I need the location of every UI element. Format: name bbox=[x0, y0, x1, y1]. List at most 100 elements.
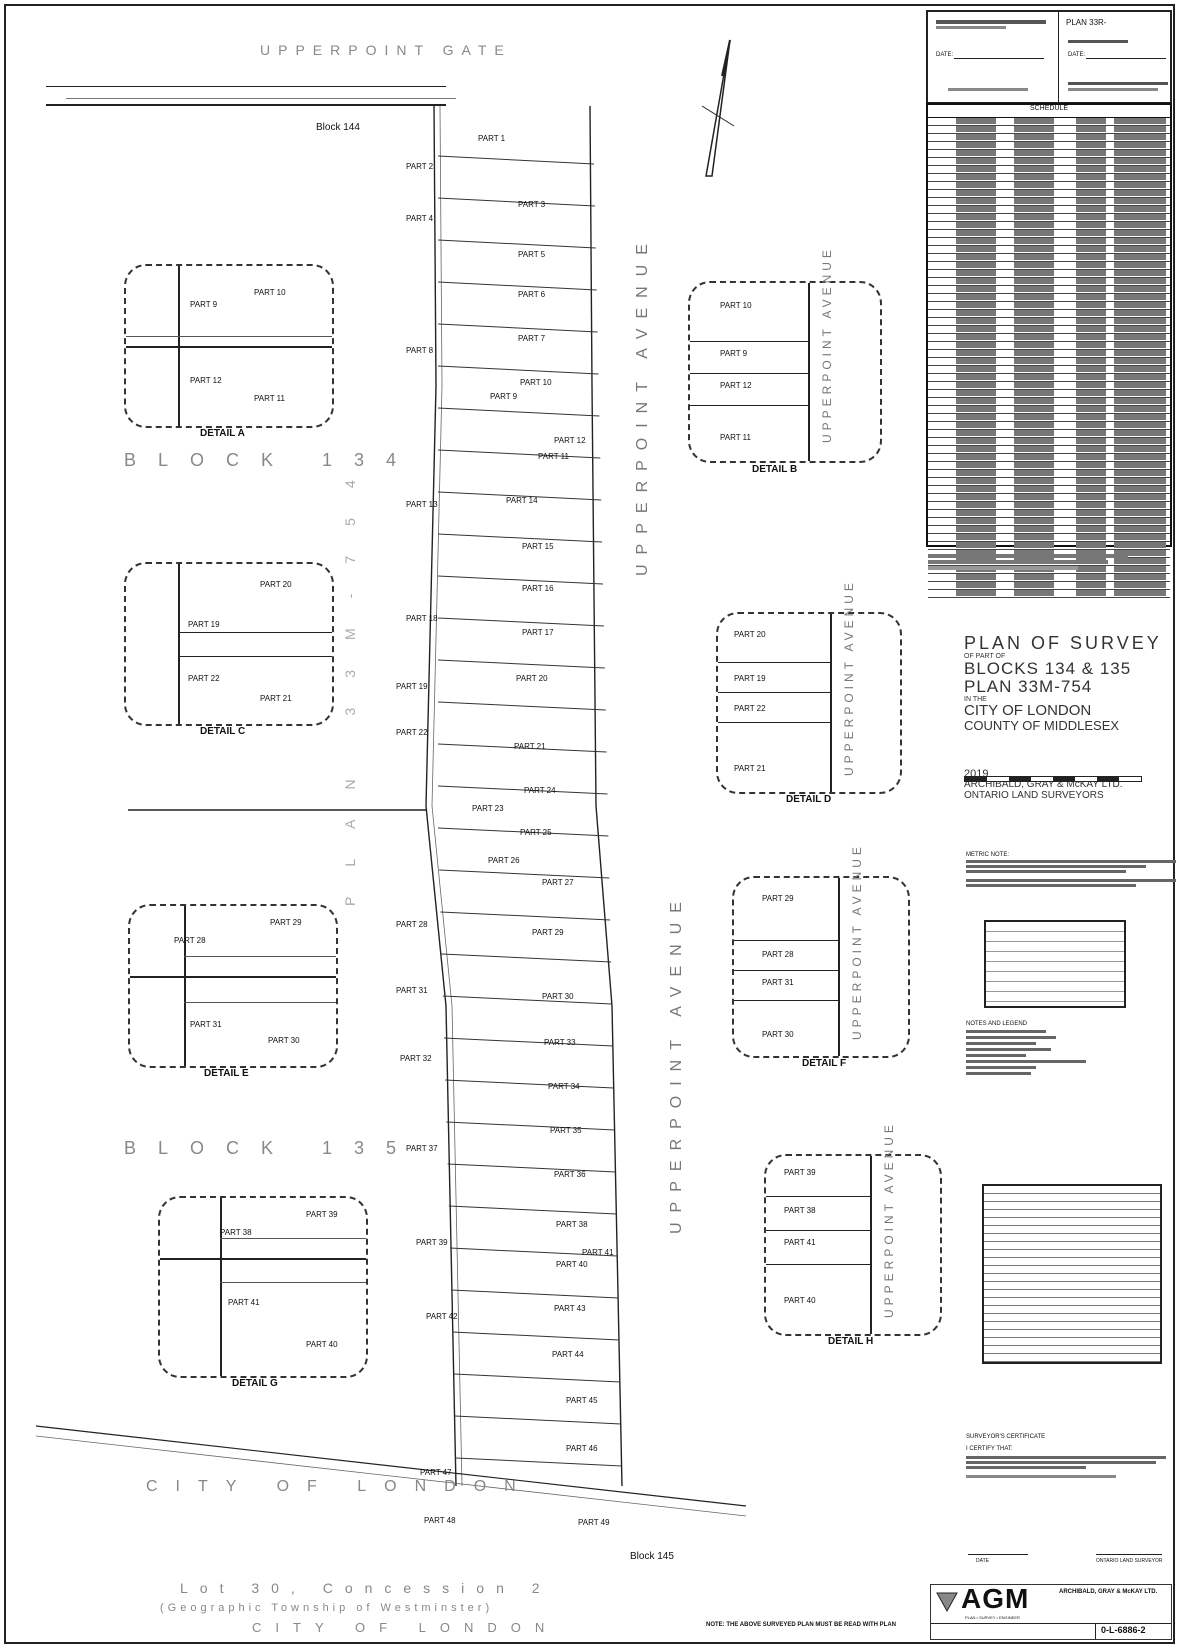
coordinate-table-row bbox=[928, 350, 1170, 358]
surveyor-cert-body bbox=[966, 1456, 1166, 1478]
part-label: PART 13 bbox=[406, 500, 438, 509]
metric-note-heading: METRIC NOTE: bbox=[966, 852, 1009, 858]
part-label: PART 23 bbox=[472, 804, 504, 813]
part-label: PART 9 bbox=[490, 392, 518, 401]
parcel-line bbox=[437, 785, 608, 795]
date-label-right: DATE: bbox=[1068, 52, 1086, 58]
part-label: PART 45 bbox=[566, 1396, 598, 1405]
plan-vertical-label: PLAN 33M-754 bbox=[342, 450, 358, 906]
coordinate-table-row bbox=[928, 230, 1170, 238]
coordinate-table-row bbox=[928, 414, 1170, 422]
detail-h-part-3: PART 41 bbox=[784, 1238, 816, 1247]
coordinate-table-row bbox=[928, 182, 1170, 190]
township-label: (Geographic Township of Westminster) bbox=[160, 1602, 494, 1614]
parcel-line bbox=[451, 1289, 619, 1299]
north-road-line-1 bbox=[46, 86, 446, 87]
part-label: PART 10 bbox=[520, 378, 552, 387]
parcel-line bbox=[437, 197, 595, 207]
detail-h-part-2: PART 38 bbox=[784, 1206, 816, 1215]
part-label: PART 48 bbox=[424, 1516, 456, 1525]
part-label: PART 28 bbox=[396, 920, 428, 929]
title-line-4: PLAN 33M-754 bbox=[964, 677, 1093, 697]
parcel-line bbox=[437, 155, 595, 165]
detail-e-box: PART 29 PART 28 PART 31 PART 30 bbox=[128, 904, 338, 1068]
detail-f-part-2: PART 28 bbox=[762, 950, 794, 959]
detail-h-part-4: PART 40 bbox=[784, 1296, 816, 1305]
coordinate-table-row bbox=[928, 486, 1170, 494]
coordinate-table-row bbox=[928, 518, 1170, 526]
coordinate-table-row bbox=[928, 446, 1170, 454]
parcel-line bbox=[446, 1121, 615, 1131]
part-label: PART 46 bbox=[566, 1444, 598, 1453]
detail-d-part-1: PART 20 bbox=[734, 630, 766, 639]
coordinate-table-row bbox=[928, 190, 1170, 198]
coordinate-table-row bbox=[928, 374, 1170, 382]
part-label: PART 22 bbox=[396, 728, 428, 737]
north-road-line-3 bbox=[66, 98, 456, 99]
logo-company: ARCHIBALD, GRAY & McKAY LTD. bbox=[1059, 1589, 1158, 1595]
signature-line-left bbox=[968, 1554, 1028, 1555]
street-label-north: UPPERPOINT GATE bbox=[260, 42, 512, 58]
plan-number-label: PLAN 33R- bbox=[1066, 18, 1107, 27]
part-label: PART 35 bbox=[550, 1126, 582, 1135]
coordinate-table-row bbox=[928, 142, 1170, 150]
title-line-5: IN THE bbox=[964, 695, 987, 703]
coordinate-table-row bbox=[928, 318, 1170, 326]
surveyor-cert-heading: SURVEYOR'S CERTIFICATE bbox=[966, 1434, 1046, 1440]
parcel-line bbox=[437, 323, 598, 333]
coordinate-table-row bbox=[928, 438, 1170, 446]
part-label: PART 16 bbox=[522, 584, 554, 593]
block-134-label: BLOCK 134 bbox=[124, 450, 419, 470]
registry-panel: PLAN 33R- DATE: DATE: bbox=[926, 10, 1172, 104]
coordinate-table-row bbox=[928, 342, 1170, 350]
parcel-line bbox=[437, 617, 604, 627]
coordinate-table-row bbox=[928, 574, 1170, 582]
detail-g-part-4: PART 40 bbox=[306, 1340, 338, 1349]
parcel-line bbox=[439, 869, 610, 879]
coordinate-table-row bbox=[928, 358, 1170, 366]
part-label: PART 36 bbox=[554, 1170, 586, 1179]
block-145-label: Block 145 bbox=[630, 1551, 674, 1562]
parcel-line bbox=[445, 1079, 614, 1089]
part-label: PART 37 bbox=[406, 1144, 438, 1153]
parcel-line bbox=[437, 659, 605, 669]
part-label: PART 38 bbox=[556, 1220, 588, 1229]
coordinate-table-row bbox=[928, 406, 1170, 414]
detail-b-caption: DETAIL B bbox=[752, 464, 798, 475]
detail-d-part-2: PART 19 bbox=[734, 674, 766, 683]
street-label-east: UPPERPOINT AVENUE bbox=[634, 234, 651, 576]
north-road-line-2 bbox=[46, 104, 446, 106]
coordinate-table-row bbox=[928, 470, 1170, 478]
coordinate-table-row bbox=[928, 534, 1170, 542]
coordinate-table-row bbox=[928, 166, 1170, 174]
parcel-line bbox=[449, 1247, 618, 1257]
part-label: PART 42 bbox=[426, 1312, 458, 1321]
coordinate-table-row bbox=[928, 382, 1170, 390]
parcel-line bbox=[452, 1331, 620, 1341]
drawing-number: 0-L-6886-2 bbox=[1101, 1625, 1146, 1635]
coordinate-table-row bbox=[928, 222, 1170, 230]
parcel-line bbox=[437, 575, 604, 585]
parcel-line bbox=[442, 995, 613, 1005]
coordinate-table-row bbox=[928, 390, 1170, 398]
coordinate-table-row bbox=[928, 582, 1170, 590]
title-line-7: COUNTY OF MIDDLESEX bbox=[964, 718, 1120, 734]
detail-a-box: PART 10 PART 9 PART 12 PART 11 bbox=[124, 264, 334, 428]
coordinate-table-row bbox=[928, 174, 1170, 182]
city-label-bottom: CITY OF LONDON bbox=[252, 1620, 559, 1635]
detail-g-box: PART 39 PART 38 PART 41 PART 40 bbox=[158, 1196, 368, 1378]
title-firm: ARCHIBALD, GRAY & McKAY LTD. bbox=[964, 779, 1123, 791]
coordinate-table-row bbox=[928, 542, 1170, 550]
part-label: PART 18 bbox=[406, 614, 438, 623]
part-label: PART 34 bbox=[548, 1082, 580, 1091]
detail-b-part-4: PART 11 bbox=[720, 433, 751, 442]
parcel-line bbox=[443, 1037, 613, 1047]
detail-h-box: PART 39 PART 38 PART 41 PART 40 UPPERPOI… bbox=[764, 1121, 942, 1336]
title-line-2: OF PART OF bbox=[964, 652, 1006, 660]
detail-a-part-3: PART 12 bbox=[190, 376, 222, 385]
detail-b-part-2: PART 9 bbox=[720, 349, 748, 358]
coordinate-table-rows bbox=[928, 118, 1170, 598]
north-arrow-icon bbox=[701, 39, 735, 177]
parcel-line bbox=[440, 911, 611, 921]
part-label: PART 29 bbox=[532, 928, 564, 937]
